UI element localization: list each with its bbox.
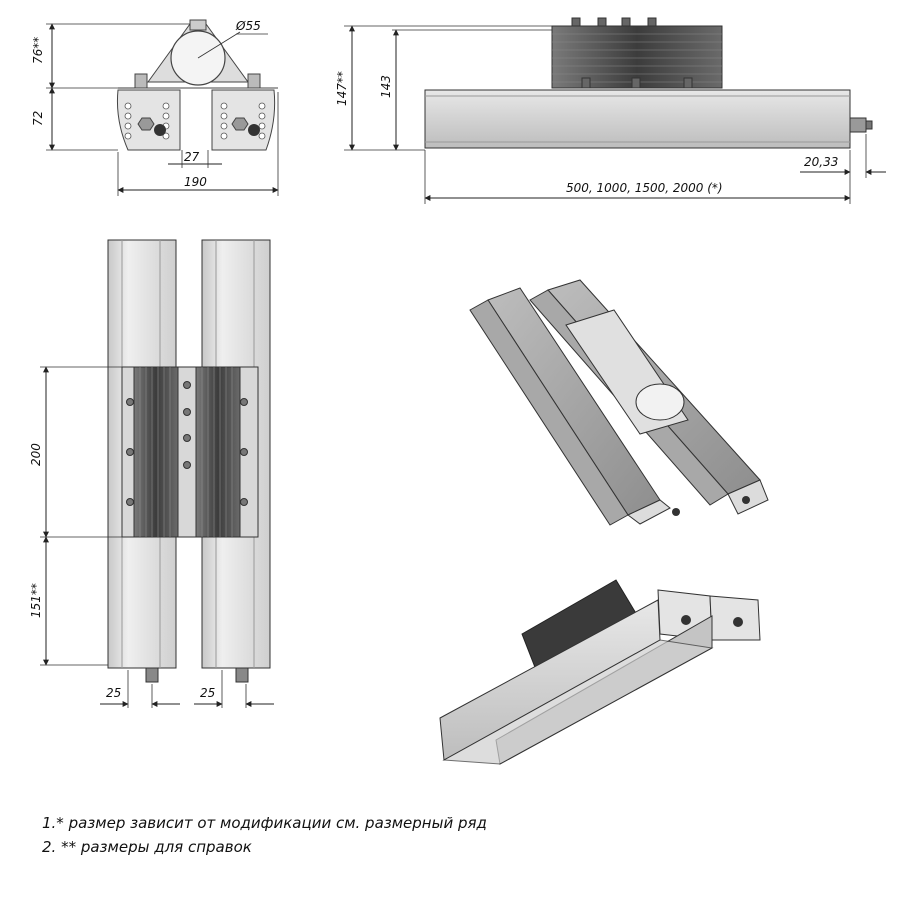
dim-bracket-height: 76** (31, 37, 45, 64)
front-view: Ø55 76** 72 27 190 (31, 19, 279, 196)
side-view: 147** 143 20,33 500, 1000, 1500, 2000 (*… (335, 17, 886, 204)
dim-total-height: 147** (335, 71, 349, 106)
isometric-view-top (469, 279, 769, 526)
note-2: 2. ** размеры для справок (42, 838, 252, 856)
dim-body-height: 143 (379, 75, 393, 98)
dim-length-range: 500, 1000, 1500, 2000 (*) (566, 181, 723, 195)
dim-bolt-spacing: 27 (184, 150, 200, 164)
dim-connector-offset: 20,33 (804, 155, 838, 169)
dim-total-width: 190 (184, 175, 207, 189)
dim-gland-offset-left: 25 (106, 686, 121, 700)
dim-end-offset: 151** (29, 583, 43, 618)
top-view: 200 151** 25 25 (29, 239, 274, 708)
dim-mount-length: 200 (29, 443, 43, 466)
note-1: 1.* размер зависит от модификации см. ра… (42, 814, 487, 832)
isometric-view-bottom (439, 579, 761, 765)
dim-pipe-diameter: Ø55 (235, 19, 261, 33)
dim-head-height: 72 (31, 111, 45, 126)
dim-gland-offset-right: 25 (200, 686, 215, 700)
